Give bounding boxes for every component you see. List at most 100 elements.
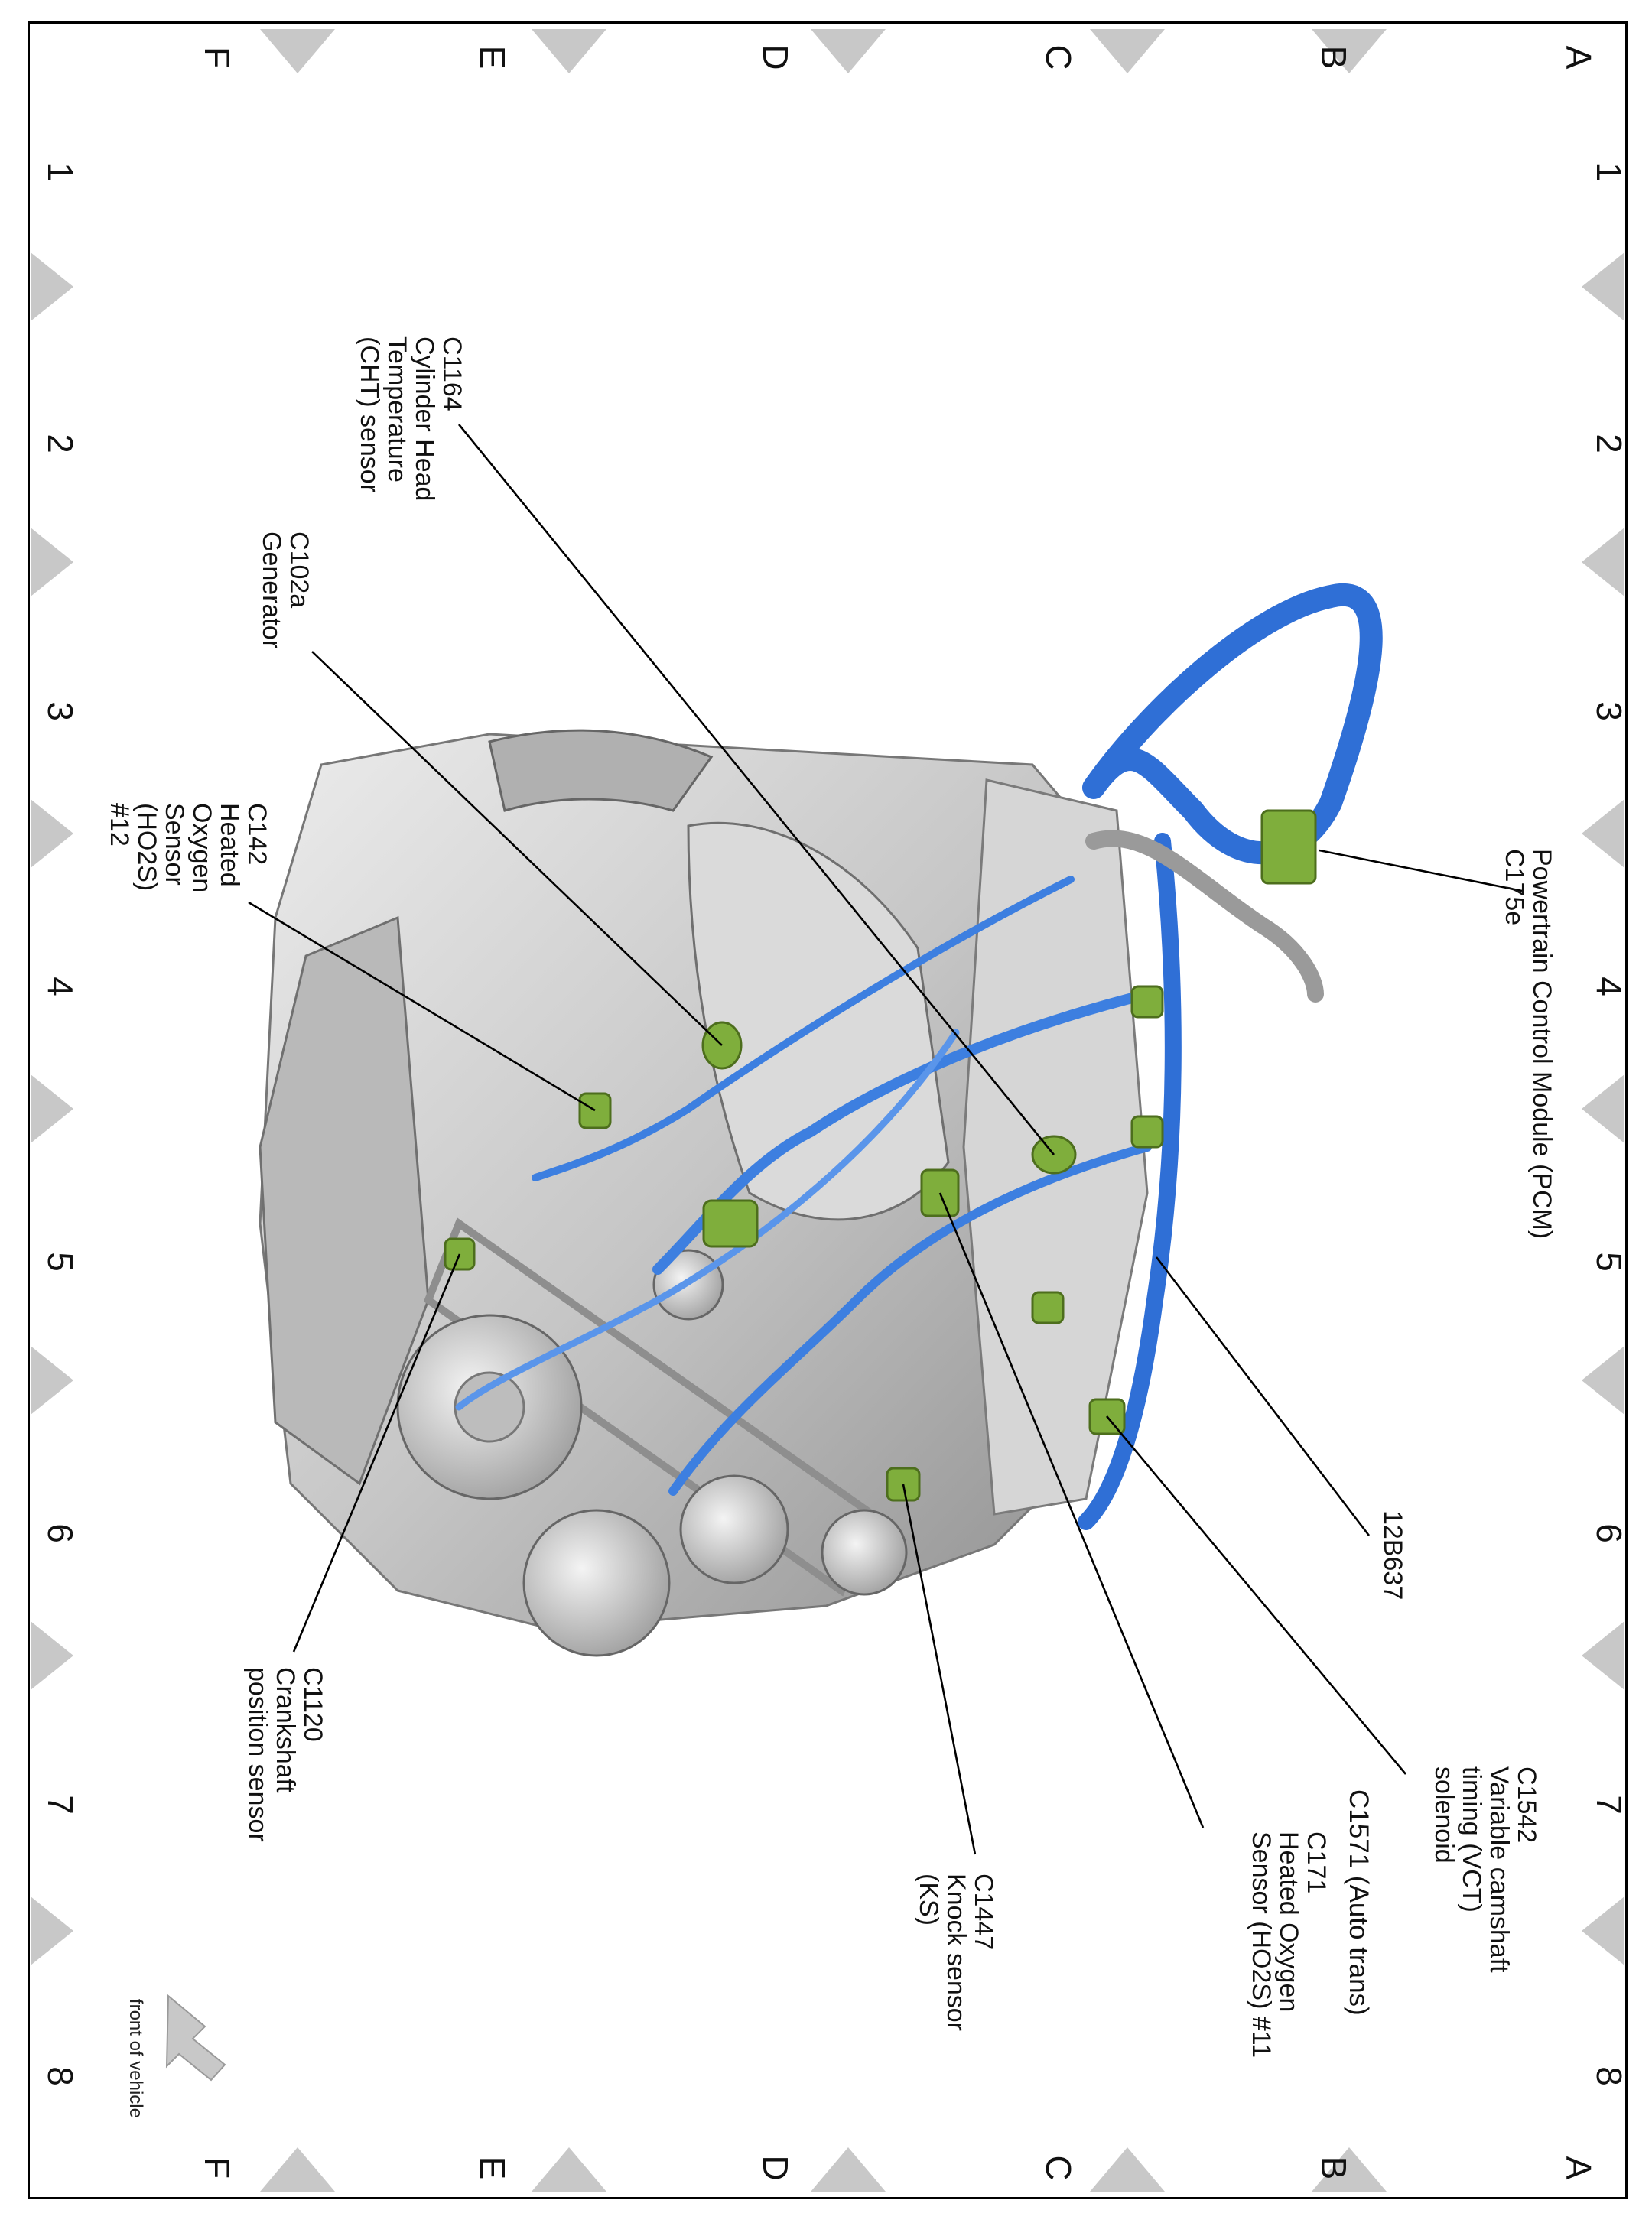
grid-letter-bottom-D: D [756,2155,795,2180]
leader-crank [292,1253,461,1653]
flywheel [488,729,714,812]
callout-cht-line-2: Cylinder Head [410,336,439,501]
grid-letter-top-B: B [1314,46,1354,70]
grid-number-right-6: 6 [1589,1523,1629,1543]
callout-generator-line-1: C102a [285,531,314,608]
top-wedges [260,29,1387,73]
front-of-vehicle-indicator: front of vehicle [125,1994,226,2118]
grid-number-left-6: 6 [41,1523,80,1543]
grid-number-left-4: 4 [41,977,80,996]
leader-cht [457,424,1055,1155]
callout-cht-line-4: (CHT) sensor [355,336,384,492]
grid-number-right-5: 5 [1589,1252,1629,1272]
harness-branch-2 [668,1142,1152,1496]
callout-ho2s11-line-3: Sensor (HO2S) #11 [1247,1831,1276,2058]
grid-letter-top-D: D [756,44,795,70]
leader-harness [1155,1256,1371,1536]
callout-ho2s12-line-1: C142 [242,803,272,865]
callout-ho2s12-line-5: (HO2S) [132,803,161,891]
callout-pcm-line-1: Powertrain Control Module (PCM) [1527,849,1556,1239]
callout-vct-line-3: timing (VCT) [1457,1766,1486,1913]
misc-connector-1 [1130,985,1164,1019]
harness-grey-tube [1085,830,1324,1003]
leader-pcm [1319,849,1523,892]
callout-ho2s11-line-1: C171 [1302,1831,1331,1893]
callout-generator-line-2: Generator [257,531,286,648]
grid-letter-top-C: C [1039,44,1078,70]
oil-pan [259,915,430,1486]
grid-letter-bottom-C: C [1039,2155,1078,2180]
callout-ho2s12-line-6: #12 [105,803,134,847]
callout-ho2s12-line-3: Oxygen [187,803,216,892]
callout-harness-line-1: 12B637 [1378,1510,1407,1600]
diagram-frame [28,21,1628,2199]
harness-branch-3 [532,876,1075,1181]
ho2s12-connector [578,1092,612,1129]
callout-auto_trans: C1571 (Auto trans) [1344,1789,1374,2016]
callout-crank-line-3: position sensor [243,1667,272,1842]
idler-pulley [821,1509,908,1596]
grid-number-left-8: 8 [41,2066,80,2086]
callout-crank-line-2: Crankshaft [271,1667,300,1793]
grid-number-left-1: 1 [41,162,80,182]
callout-knock-line-3: (KS) [914,1874,943,1926]
callout-vct-line-4: solenoid [1429,1766,1459,1864]
grid-number-right-3: 3 [1589,701,1629,721]
misc-connector-3 [702,1199,759,1248]
border-marks [31,29,1624,2192]
grid-letter-top-A: A [1559,46,1598,70]
callout-vct-line-1: C1542 [1512,1766,1541,1843]
ac-compressor-pulley [522,1509,671,1657]
grid-letter-top-F: F [197,47,237,68]
callout-harness: 12B637 [1378,1510,1407,1600]
callout-pcm-line-2: C175e [1500,849,1529,925]
grid-number-left-5: 5 [41,1252,80,1272]
leader-ho2s12 [248,901,596,1112]
grid-number-left-7: 7 [41,1795,80,1815]
misc-connector-4 [1031,1291,1065,1324]
leader-ho2s11 [938,1192,1205,1828]
generator-pulley [679,1474,789,1584]
callout-ho2s11-line-2: Heated Oxygen [1274,1831,1303,2012]
harness-main-loop [1082,583,1383,865]
grid-number-right-7: 7 [1589,1795,1629,1815]
grid-number-right-1: 1 [1589,162,1629,182]
grid-letter-top-E: E [473,46,512,70]
leader-knock [902,1484,977,1855]
bottom-wedges [260,2147,1387,2192]
callout-ho2s12-line-2: Heated [215,803,244,887]
leader-lines [248,424,1523,1855]
grid-number-right-2: 2 [1589,434,1629,453]
grid-number-left-2: 2 [41,434,80,453]
grid-numbers-right: 1 2 3 4 5 6 7 8 [1589,162,1629,2086]
harness-branch-4 [455,1029,960,1411]
right-wedges [1582,252,1624,1965]
callout-knock-line-2: Knock sensor [941,1874,971,2031]
callout-cht-line-3: Temperature [382,336,411,483]
callout-vct-line-2: Variable camshaft [1485,1766,1514,1973]
misc-connector-2 [1130,1115,1164,1149]
harness-trunk [1078,833,1182,1530]
grid-number-right-4: 4 [1589,977,1629,996]
left-wedges [31,252,73,1965]
callouts: Powertrain Control Module (PCM)C175e C116… [105,336,1556,2058]
callout-pcm: Powertrain Control Module (PCM)C175e [1500,849,1556,1239]
connectors [444,809,1317,1502]
pcm-connector [1260,809,1317,885]
callout-cht-line-1: C1164 [437,336,467,411]
callout-ho2s12-line-4: Sensor [160,803,189,886]
grid-letter-bottom-A: A [1559,2156,1598,2180]
grid-number-right-8: 8 [1589,2066,1629,2086]
callout-auto_trans-line-1: C1571 (Auto trans) [1344,1789,1374,2016]
front-of-vehicle-label: front of vehicle [125,1999,146,2118]
